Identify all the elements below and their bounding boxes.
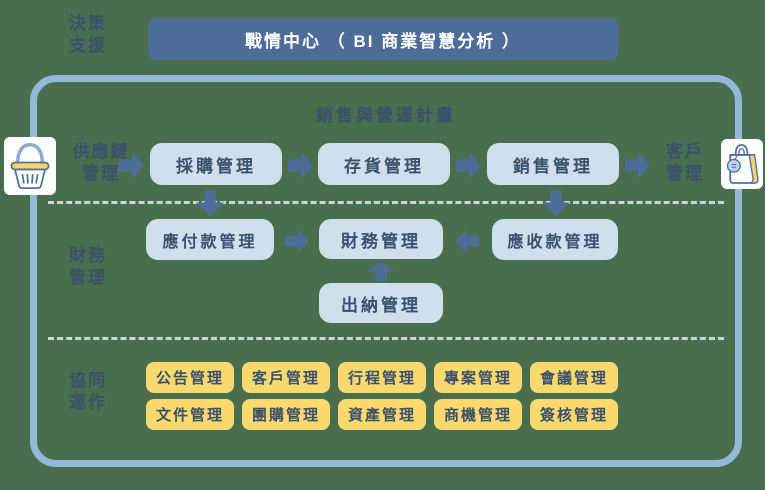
shopping-basket-icon <box>4 137 56 195</box>
module-box-opportunity: 商機管理 <box>434 399 522 430</box>
separator-dashed-line <box>48 337 724 340</box>
module-box-customer: 客戶管理 <box>242 362 330 393</box>
module-box-finance: 財務管理 <box>319 219 443 259</box>
customer-label: 客戶 管理 <box>666 142 704 183</box>
bi-command-center-bar: 戰情中心 （ BI 商業智慧分析 ） <box>148 18 618 60</box>
module-box-cashier: 出納管理 <box>319 283 443 323</box>
module-box-sales: 銷售管理 <box>487 143 619 185</box>
bi-bar-label: 戰情中心 （ BI 商業智慧分析 ） <box>245 31 521 51</box>
module-box-document: 文件管理 <box>146 399 234 430</box>
module-box-project: 專案管理 <box>434 362 522 393</box>
module-box-announcement: 公告管理 <box>146 362 234 393</box>
module-box-accounts-payable: 應付款管理 <box>146 219 274 260</box>
collaboration-label: 協同 運作 <box>69 371 107 412</box>
module-box-purchasing: 採購管理 <box>150 143 282 185</box>
module-box-approval: 簽核管理 <box>530 399 618 430</box>
module-box-schedule: 行程管理 <box>338 362 426 393</box>
module-box-accounts-receivable: 應收款管理 <box>492 219 618 260</box>
module-box-inventory: 存貨管理 <box>318 143 450 185</box>
separator-dashed-line <box>48 201 724 204</box>
sop-title: 銷售與營運計畫 <box>316 106 456 125</box>
shopping-bag-icon <box>721 139 763 189</box>
sop-frame <box>30 75 742 467</box>
module-box-meeting: 會議管理 <box>530 362 618 393</box>
supply-chain-label: 供應鏈 管理 <box>72 142 130 183</box>
finance-label: 財務 管理 <box>69 246 107 287</box>
decision-support-label: 決策 支援 <box>69 14 107 55</box>
module-box-asset: 資產管理 <box>338 399 426 430</box>
module-box-group-buying: 團購管理 <box>242 399 330 430</box>
